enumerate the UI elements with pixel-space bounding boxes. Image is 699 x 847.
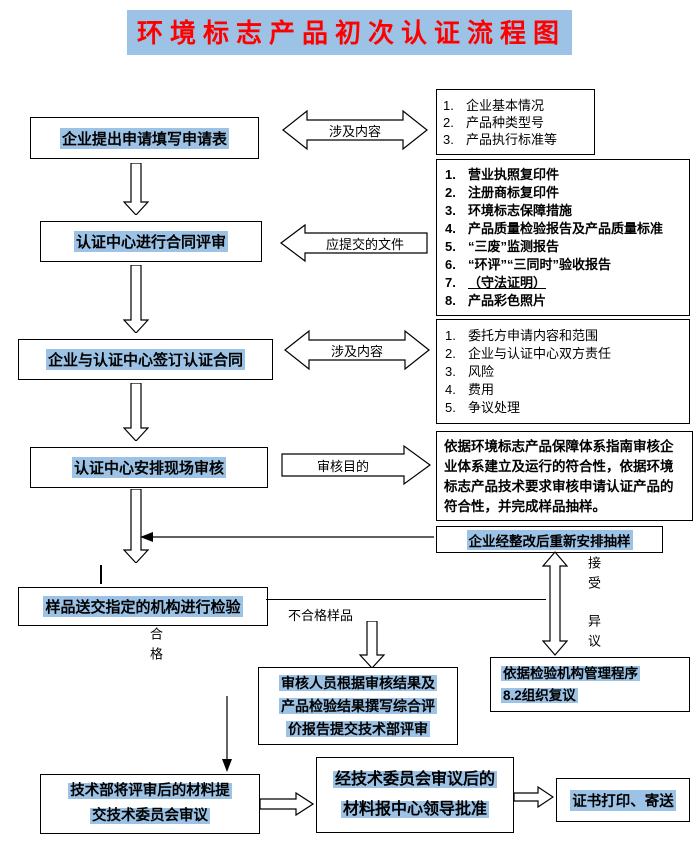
double-arrow-icon: [282, 109, 428, 151]
audit-purpose-label: 审核目的: [316, 458, 369, 474]
list-item: 4.产品质量检验报告及产品质量标准: [445, 221, 664, 236]
box-apply: 企业提出申请填写申请表: [30, 117, 259, 159]
list-item: 6.“环评”“三同时”验收报告: [445, 257, 612, 272]
list-item: 3.环境标志保障措施: [445, 203, 573, 218]
down-arrow-1-icon: [123, 163, 149, 215]
box-certificate: 证书打印、寄送: [556, 778, 690, 822]
panel-audit-purpose: 依据环境标志产品保障体系指南审核企业体系建立及运行的符合性，依据环境标志产品技术…: [436, 431, 693, 521]
panel-contract-items: 1.委托方申请内容和范围 2.企业与认证中心双方责任 3.风险 4.费用 5.争…: [436, 319, 690, 424]
list-item: 7.（守法证明）: [445, 275, 547, 290]
involved-label-2: 涉及内容: [330, 343, 383, 359]
box-contract-review: 认证中心进行合同评审: [40, 221, 262, 262]
list-item: 2.企业与认证中心双方责任: [445, 346, 612, 361]
box-tech-dept: 技术部将评审后的材料提 交技术委员会审议: [40, 774, 260, 834]
list-item: 5.“三废”监测报告: [445, 239, 560, 254]
list-item: 3.风险: [445, 364, 495, 379]
box-evaluation-report: 审核人员根据审核结果及 产品检验结果撰写综合评 价报告提交技术部评审: [258, 667, 458, 745]
down-arrow-3-icon: [123, 383, 149, 441]
double-arrow-involved-1: 涉及内容: [282, 108, 428, 152]
down-arrow-2-icon: [123, 265, 149, 333]
list-item: 4.费用: [445, 382, 495, 397]
double-arrow-involved-2: 涉及内容: [284, 328, 430, 372]
down-arrow-unqualified-icon: [359, 621, 385, 668]
list-item: 2.产品种类型号: [443, 115, 545, 130]
unqualified-label: 不合格样品: [288, 608, 354, 623]
list-item: 1.营业执照复印件: [445, 167, 560, 182]
qualified-label: 合格: [148, 627, 163, 667]
thin-left-arrow-icon: [140, 530, 436, 544]
box-onsite-audit: 认证中心安排现场审核: [30, 447, 268, 488]
double-arrow-icon: [284, 329, 430, 371]
list-item: 5.争议处理: [445, 400, 521, 415]
panel-documents: 1.营业执照复印件 2.注册商标复印件 3.环境标志保障措施 4.产品质量检验报…: [436, 159, 690, 316]
page-title-text: 环境标志产品初次认证流程图: [126, 10, 572, 55]
documents-label: 应提交的文件: [325, 236, 404, 252]
list-item: 3.产品执行标准等: [443, 132, 558, 147]
list-item: 1.企业基本情况: [443, 98, 545, 113]
page-title: 环境标志产品初次认证流程图: [0, 10, 699, 55]
box-reinspection: 依据检验机构管理程序 8.2组织复议: [490, 657, 690, 712]
list-item: 2.注册商标复印件: [445, 185, 560, 200]
right-arrow-audit-purpose: 审核目的: [281, 444, 431, 486]
list-item: 8.产品彩色照片: [445, 293, 547, 308]
list-item: 1.委托方申请内容和范围: [445, 328, 599, 343]
box-committee: 经技术委员会审议后的 材料报中心领导批准: [316, 757, 514, 833]
left-arrow-documents: 应提交的文件: [280, 223, 428, 263]
right-arrow-icon: [281, 444, 431, 486]
connector-tick: [100, 565, 102, 584]
box-sign-contract: 企业与认证中心签订认证合同: [18, 339, 273, 380]
left-arrow-icon: [280, 223, 428, 263]
box-sample-inspection: 样品送交指定的机构进行检验: [18, 587, 268, 626]
down-arrow-4-icon: [123, 489, 149, 563]
panel-basic-info: 1.企业基本情况 2.产品种类型号 3.产品执行标准等: [436, 89, 595, 155]
double-arrow-vertical-icon: [542, 551, 568, 656]
box-resample: 企业经整改后重新安排抽样: [436, 526, 663, 553]
right-arrow-2-icon: [514, 785, 554, 809]
connector-line: [266, 599, 546, 600]
thin-down-arrow-icon: [220, 696, 234, 772]
right-arrow-1-icon: [260, 791, 314, 817]
involved-label-1: 涉及内容: [328, 123, 381, 139]
objection-label: 异议: [586, 614, 601, 654]
audit-purpose-text: 依据环境标志产品保障体系指南审核企业体系建立及运行的符合性，依据环境标志产品技术…: [444, 439, 674, 514]
accept-label: 接受: [586, 556, 601, 596]
